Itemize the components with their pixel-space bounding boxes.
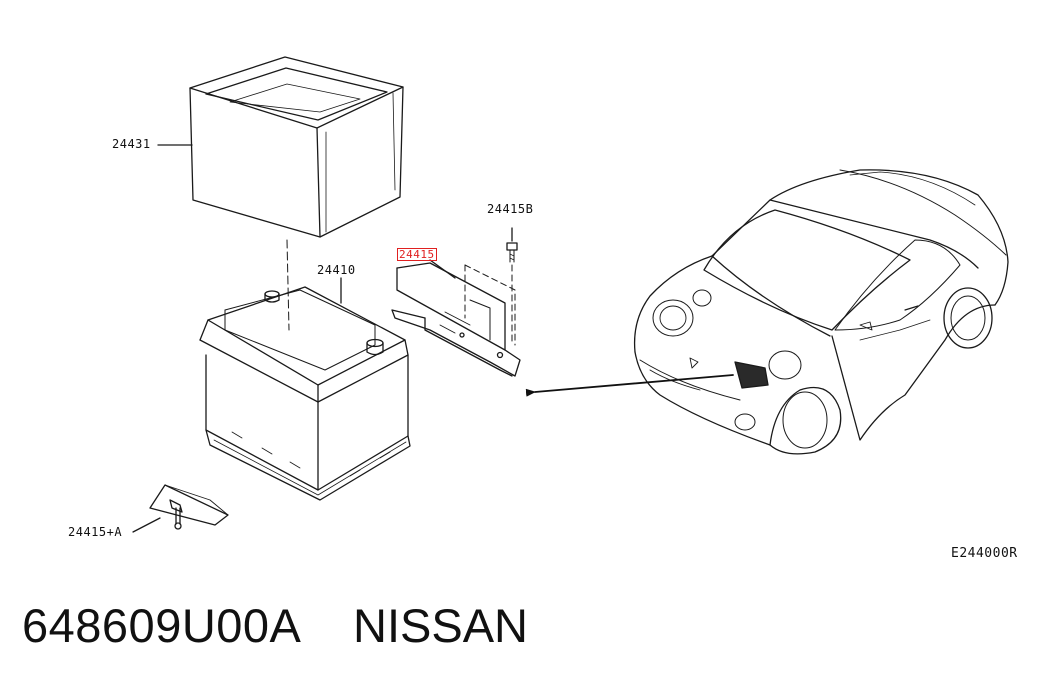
figure-code: E244000R: [951, 546, 1018, 561]
label-bracket-highlighted[interactable]: 24415: [397, 248, 437, 261]
label-battery: 24410: [317, 263, 356, 277]
leader-clamp: [133, 518, 160, 532]
leader-bracket: [430, 260, 455, 278]
label-clamp: 24415+A: [68, 525, 123, 539]
location-arrow: [525, 375, 733, 397]
car-drawing: [635, 170, 1008, 454]
bolt-drawing: [507, 228, 517, 262]
label-bolt: 24415B: [487, 202, 534, 216]
battery-bracket-drawing: [392, 263, 520, 376]
brand-name: NISSAN: [353, 599, 528, 652]
battery-drawing: [200, 287, 410, 500]
battery-clamp-drawing: [150, 485, 228, 529]
alignment-line-cover: [287, 240, 289, 330]
part-number: 648609U00A: [22, 599, 302, 652]
battery-cover-drawing: [190, 57, 403, 237]
label-battery-cover: 24431: [112, 137, 151, 151]
